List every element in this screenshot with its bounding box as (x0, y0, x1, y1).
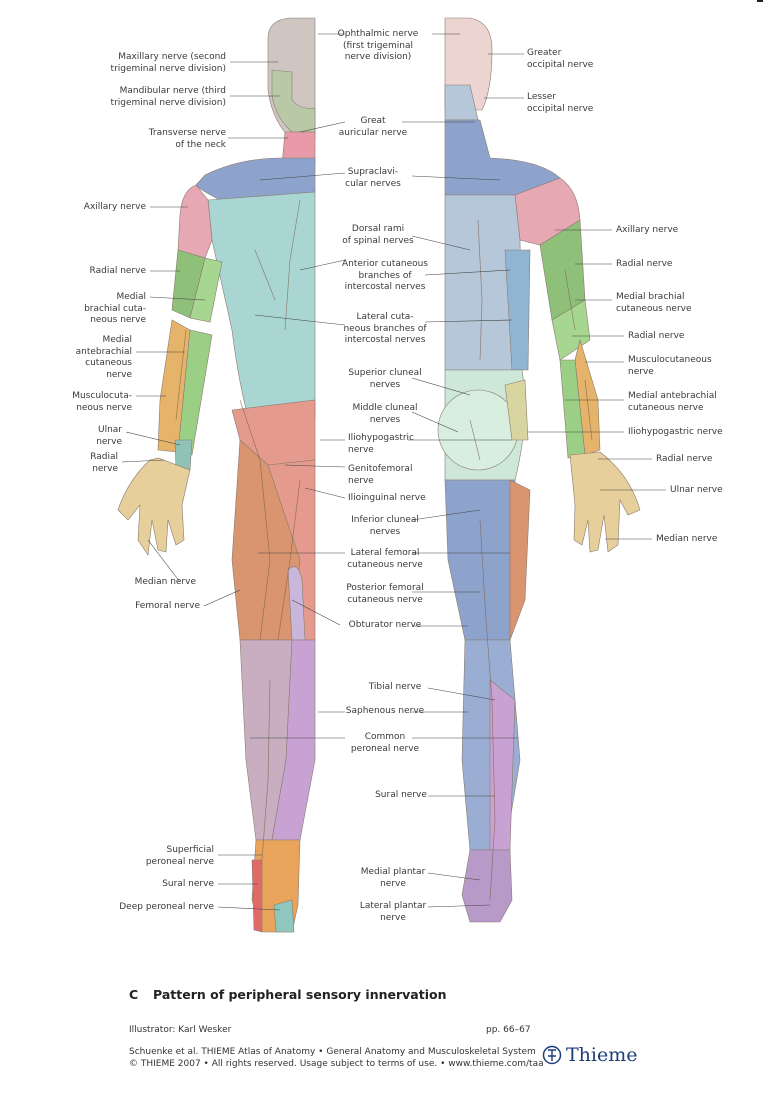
front-trunk (208, 192, 315, 425)
label-greater-occipital: Greater occipital nerve (527, 48, 637, 71)
label-radial-back-2: Radial nerve (628, 331, 738, 343)
front-deep-peroneal (274, 900, 294, 932)
citation: Schuenke et al. THIEME Atlas of Anatomy … (129, 1046, 544, 1070)
back-hand (570, 452, 640, 552)
label-maxillary-nerve: Maxillary nerve (second trigeminal nerve… (90, 52, 226, 75)
label-ilioinguinal: Ilioinguinal nerve (348, 493, 458, 505)
label-mandibular-nerve: Mandibular nerve (third trigeminal nerve… (90, 86, 226, 109)
label-ulnar-back: Ulnar nerve (670, 485, 760, 497)
caption-letter: C (129, 987, 153, 1002)
back-neck-shoulder (445, 120, 560, 195)
citation-line-1: Schuenke et al. THIEME Atlas of Anatomy … (129, 1046, 544, 1058)
label-musculocutaneous-front: Musculocuta- neous nerve (50, 391, 132, 414)
label-dorsal-rami: Dorsal rami of spinal nerves (318, 224, 438, 247)
label-anterior-cutaneous: Anterior cutaneous branches of intercost… (322, 259, 448, 294)
label-transverse-nerve: Transverse nerve of the neck (120, 128, 226, 151)
label-supraclavicular: Supraclavi- cular nerves (318, 167, 428, 190)
label-radial-nerve-front: Radial nerve (60, 266, 146, 278)
label-deep-peroneal: Deep peroneal nerve (80, 902, 214, 914)
publisher-logo: Thieme (542, 1044, 638, 1066)
label-axillary-back: Axillary nerve (616, 225, 726, 237)
posterior-body-figure (438, 18, 640, 922)
anterior-body-figure (118, 18, 315, 932)
label-genitofemoral: Genitofemoral nerve (348, 464, 458, 487)
label-medial-brachial-back: Medial brachial cutaneous nerve (616, 292, 736, 315)
label-lateral-cutaneous: Lateral cuta- neous branches of intercos… (322, 312, 448, 347)
back-middle-cluneal (438, 390, 518, 470)
front-hand (118, 458, 190, 555)
label-lateral-femoral: Lateral femoral cutaneous nerve (322, 548, 448, 571)
citation-line-2: © THIEME 2007 • All rights reserved. Usa… (129, 1058, 544, 1070)
page-reference: pp. 66–67 (486, 1025, 531, 1035)
label-median-nerve-front: Median nerve (100, 577, 196, 589)
label-iliohypogastric-center: Iliohypogastric nerve (348, 433, 458, 456)
label-great-auricular: Great auricular nerve (318, 116, 428, 139)
sensory-innervation-figure (0, 0, 766, 980)
corner-mark (757, 0, 763, 2)
label-obturator: Obturator nerve (322, 620, 448, 632)
label-tibial: Tibial nerve (332, 682, 458, 694)
label-common-peroneal: Common peroneal nerve (322, 732, 448, 755)
label-ulnar-nerve-front: Ulnar nerve (60, 425, 122, 448)
label-superficial-peroneal: Superficial peroneal nerve (120, 845, 214, 868)
label-middle-cluneal: Middle cluneal nerves (322, 403, 448, 426)
label-superior-cluneal: Superior cluneal nerves (322, 368, 448, 391)
front-axillary-area (178, 185, 212, 258)
label-ophthalmic-nerve: Ophthalmic nerve (first trigeminal nerve… (318, 29, 438, 64)
label-saphenous: Saphenous nerve (322, 706, 448, 718)
label-femoral-nerve: Femoral nerve (100, 601, 200, 613)
label-medial-antebrachial-back: Medial antebrachial cutaneous nerve (628, 391, 758, 414)
label-lesser-occipital: Lesser occipital nerve (527, 92, 637, 115)
thieme-seal-icon (542, 1044, 562, 1066)
label-radial-nerve-front-2: Radial nerve (60, 452, 118, 475)
label-medial-plantar: Medial plantar nerve (338, 867, 448, 890)
illustrator-credit: Illustrator: Karl Wesker (129, 1025, 231, 1035)
label-medial-brachial-front: Medial brachial cuta- neous nerve (60, 292, 146, 327)
label-musculocutaneous-back: Musculocutaneous nerve (628, 355, 748, 378)
label-sural-back: Sural nerve (338, 790, 464, 802)
label-radial-back: Radial nerve (616, 259, 726, 271)
label-lateral-plantar: Lateral plantar nerve (338, 901, 448, 924)
label-medial-antebrachial-front: Medial antebrachial cutaneous nerve (60, 335, 132, 381)
caption-title: Pattern of peripheral sensory innervatio… (153, 987, 446, 1002)
label-iliohypogastric-back: Iliohypogastric nerve (628, 427, 758, 439)
back-lateral-femoral (510, 480, 530, 640)
label-posterior-femoral: Posterior femoral cutaneous nerve (322, 583, 448, 606)
label-axillary-nerve-front: Axillary nerve (60, 202, 146, 214)
front-sural (252, 860, 262, 932)
label-radial-back-3: Radial nerve (656, 454, 756, 466)
back-foot (462, 850, 512, 922)
label-median-back: Median nerve (656, 534, 756, 546)
label-inferior-cluneal: Inferior cluneal nerves (322, 515, 448, 538)
label-sural-nerve-front: Sural nerve (120, 879, 214, 891)
publisher-name: Thieme (566, 1044, 638, 1066)
